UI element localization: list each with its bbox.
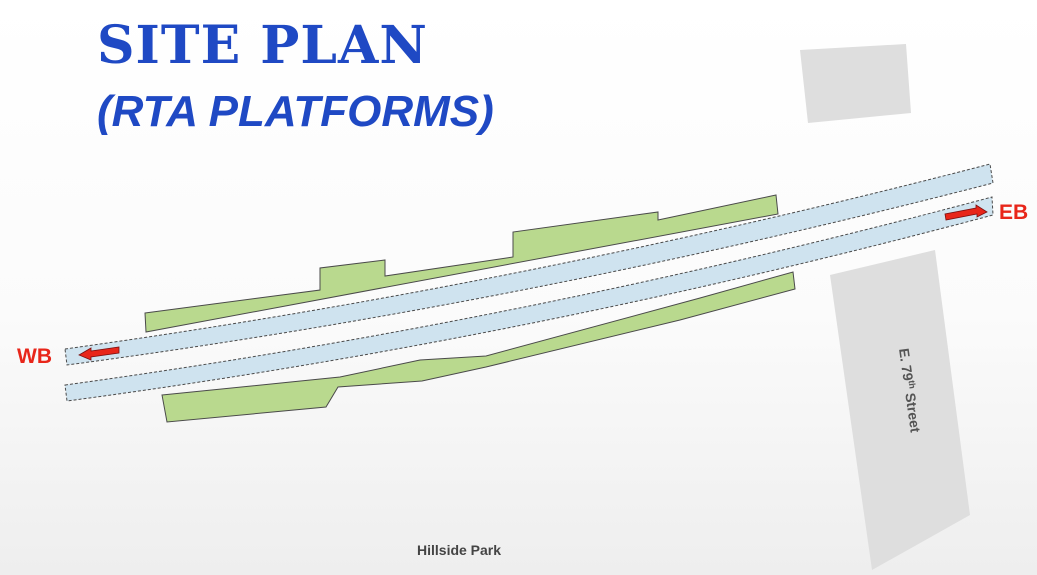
- park-label: Hillside Park: [417, 542, 501, 558]
- slide-subtitle: (RTA PLATFORMS): [97, 87, 494, 136]
- track-westbound: [64, 163, 994, 366]
- building-e79th-street: [830, 250, 970, 570]
- street-label: E. 79th Street: [896, 347, 924, 434]
- track-eastbound: [64, 196, 994, 402]
- platform-north: [144, 194, 779, 333]
- eastbound-label: EB: [999, 201, 1028, 224]
- eastbound-arrow-icon: [944, 204, 988, 221]
- westbound-arrow-icon: [78, 346, 120, 361]
- platform-south: [161, 271, 796, 423]
- building-block-north: [800, 44, 911, 123]
- westbound-label: WB: [17, 345, 52, 368]
- slide-title: SITE PLAN: [97, 15, 428, 76]
